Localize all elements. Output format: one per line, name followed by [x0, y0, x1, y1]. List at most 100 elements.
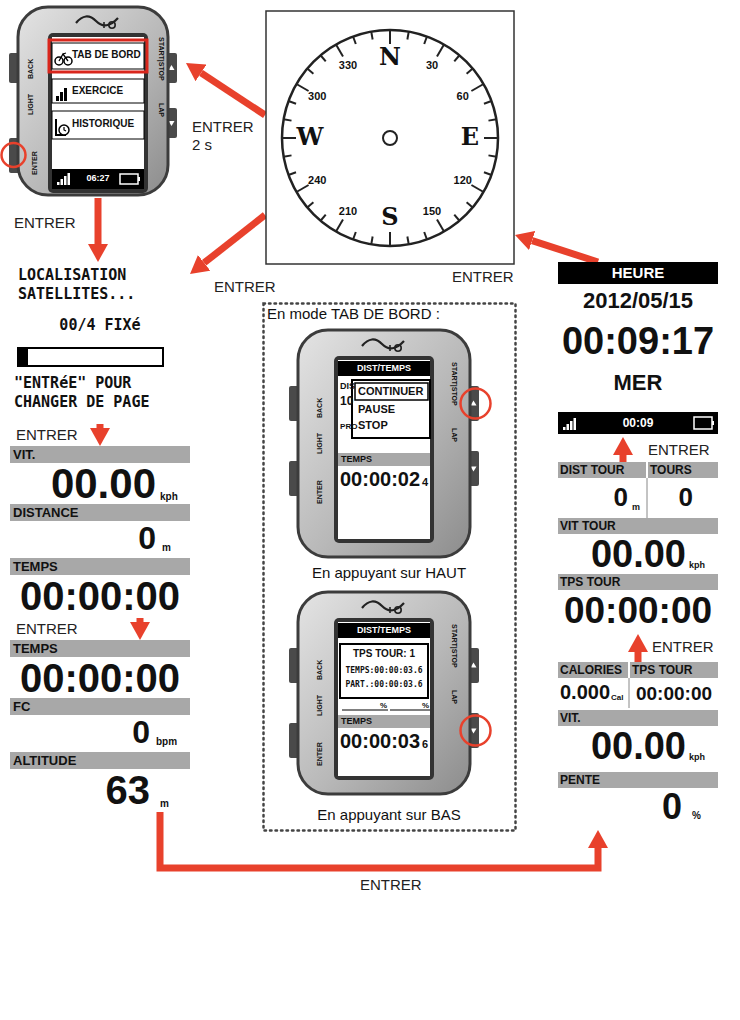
- screen-text: kph: [689, 560, 717, 571]
- screen-text: 2012/05/15: [560, 290, 716, 312]
- screen-text: STOP: [358, 419, 418, 433]
- header-band: [558, 518, 718, 534]
- compass-tick: [353, 37, 356, 45]
- screen-text: TEMPS: [341, 454, 401, 465]
- flow-arrow: [635, 652, 642, 662]
- selection-outline: [355, 383, 428, 400]
- compass-tick: [321, 55, 326, 61]
- screen-text: 0: [568, 484, 628, 510]
- popup-menu: [352, 380, 430, 438]
- bike-icon: [59, 53, 68, 61]
- edge-label: ENTRER: [648, 441, 718, 459]
- screen-text: LIGHT: [316, 695, 325, 716]
- header-band: [338, 361, 430, 376]
- screen-text: 0: [56, 522, 156, 554]
- screen-text: HISTORIQUE: [72, 118, 144, 131]
- screen-text: DISTANCE: [13, 505, 133, 521]
- compass-tick: [289, 172, 297, 175]
- screen-text: HEURE: [563, 264, 713, 283]
- signal-icon: [64, 176, 67, 185]
- screen-text: PART.:00:00:03.6: [341, 680, 427, 690]
- screen-text: m: [632, 502, 646, 513]
- highlight-circle: [461, 716, 491, 746]
- dashboard-mode-panel: DIST/TEMPSDIS10PROCONTINUERPAUSESTOPTEMP…: [262, 302, 517, 832]
- screen-text: TEMPS: [13, 641, 93, 657]
- screen-text: 00:09:17: [559, 322, 717, 360]
- screen-text: LAP: [449, 428, 458, 442]
- chart-icon: [60, 92, 63, 101]
- screen-text: DIS: [340, 381, 356, 392]
- edge-label: ENTRER: [16, 426, 86, 444]
- flow-arrow: [532, 241, 598, 262]
- screen-text: W: [288, 125, 332, 149]
- flow-arrow: [95, 198, 102, 244]
- compass-tick: [307, 202, 313, 207]
- screen-text: 60: [441, 90, 485, 104]
- screen-text: 10: [340, 394, 356, 409]
- screen-text: FC: [13, 699, 93, 715]
- screen-text: 00:00:00: [11, 658, 189, 698]
- screen-frame: [48, 33, 148, 193]
- screen-text: N: [368, 45, 412, 69]
- compass-tick: [289, 101, 297, 104]
- header-band: [558, 574, 718, 590]
- compass-tick: [467, 69, 473, 74]
- screen-text: 0: [653, 484, 693, 510]
- screen-text: MER: [588, 372, 688, 394]
- status-bar: [558, 412, 718, 434]
- screen-text: 0: [50, 716, 150, 748]
- screen-text: 240: [295, 174, 339, 188]
- edge-label: ENTRER: [14, 214, 86, 232]
- signal-icon: [57, 182, 60, 185]
- screen-text: LOCALISATION SATELLITES...: [18, 266, 183, 304]
- brand-logo: [103, 22, 105, 28]
- compass-tick: [471, 185, 483, 192]
- brand-logo: [395, 607, 401, 613]
- flow-arrow: [97, 424, 104, 428]
- compass-tick: [424, 37, 427, 45]
- screen-text: 00/4 FIXé: [15, 316, 185, 335]
- screen-text: TAB DE BORD: [72, 49, 144, 62]
- screen-text: DIST TOUR: [560, 463, 646, 478]
- screen-text: E: [448, 125, 492, 149]
- header-band: [558, 710, 718, 726]
- cell-divider: [629, 678, 630, 708]
- screen-text: LAP: [449, 690, 458, 704]
- screen-text: 210: [326, 205, 370, 219]
- header-band: [338, 715, 430, 728]
- screen-text: LIGHT: [27, 94, 36, 115]
- screen: [52, 37, 144, 189]
- compass-tick: [296, 185, 308, 192]
- compass-tick: [284, 155, 292, 156]
- brand-logo: [362, 601, 404, 610]
- screen-text: 6: [422, 738, 431, 752]
- screen-text: "ENTRéE" POUR CHANGER DE PAGE: [14, 374, 188, 412]
- screen-text: TOURS: [650, 463, 716, 478]
- screen-text: TEMPS: [13, 559, 93, 575]
- signal-icon: [574, 418, 577, 430]
- screen-text: BACK: [316, 660, 325, 680]
- screen-text: TPS TOUR: [632, 663, 718, 678]
- screen-text: TEMPS:00:00:03.6: [341, 666, 427, 676]
- header-band: [558, 462, 646, 478]
- screen-text: ENTER: [316, 742, 325, 766]
- compass-tick: [282, 137, 296, 139]
- flow-arrow: [620, 455, 627, 462]
- signal-icon: [567, 424, 570, 430]
- screen-text: m: [160, 798, 180, 811]
- header-band: [10, 504, 190, 521]
- screen-text: 00:00:03: [340, 731, 424, 751]
- screen-text: 00.00: [16, 463, 156, 505]
- chart-icon: [64, 88, 67, 101]
- battery-icon: [712, 421, 714, 425]
- brand-logo: [395, 345, 401, 351]
- highlight-circle: [461, 389, 491, 419]
- clock-screen: HEURE2012/05/1500:09:17MER00:09: [558, 262, 718, 437]
- compass-tick: [296, 84, 308, 91]
- compass-dial: [282, 30, 498, 246]
- header-band: [10, 446, 190, 463]
- edge-label: ENTRER 2 s: [192, 118, 258, 154]
- compass-tick: [336, 219, 343, 231]
- brand-logo: [389, 607, 391, 613]
